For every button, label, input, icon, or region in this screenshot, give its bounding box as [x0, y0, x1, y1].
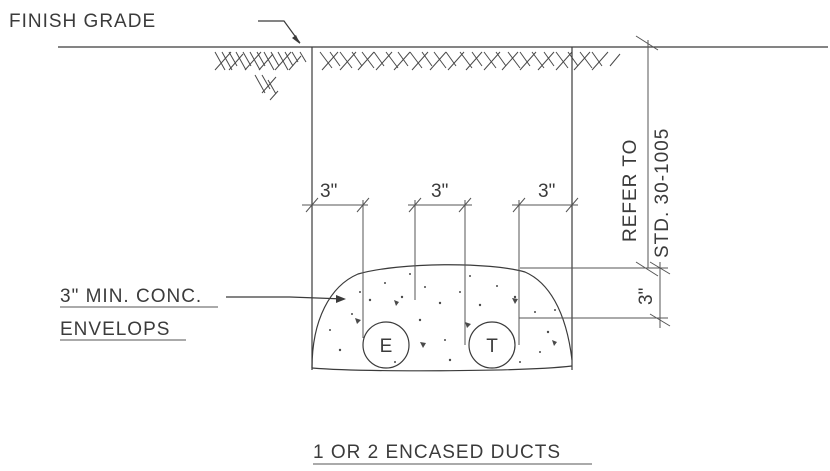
- finish-grade-arrow-icon: [292, 35, 300, 44]
- envelope-arrow-icon: [336, 295, 346, 303]
- finish-grade-label: FINISH GRADE: [9, 11, 156, 32]
- dim-ticks-middle: [408, 197, 472, 213]
- cover-dim-ticks: [649, 261, 671, 327]
- dim-ticks-right: [512, 197, 579, 213]
- envelope-label-line1: 3" MIN. CONC.: [60, 286, 202, 307]
- dim-left-text: 3": [320, 181, 337, 202]
- concrete-envelope-bottom: [311, 365, 573, 372]
- envelope-leader: [226, 296, 345, 300]
- envelope-label-line2: ENVELOPS: [60, 319, 170, 340]
- refer-to-label: REFER TO: [620, 139, 641, 242]
- dim-middle-text: 3": [431, 181, 448, 202]
- duct-electric-label: E: [380, 336, 393, 357]
- duct-electric: [362, 321, 410, 369]
- concrete-stipple: [329, 273, 557, 363]
- dim-ticks-left: [305, 197, 370, 213]
- dim-right-text: 3": [538, 181, 555, 202]
- concrete-envelope-top: [311, 264, 573, 369]
- cover-dim-text: 3": [636, 288, 657, 305]
- drawing-title: 1 OR 2 ENCASED DUCTS: [313, 442, 561, 463]
- std-reference-label: STD. 30-1005: [652, 128, 673, 258]
- soil-hatching: [214, 51, 621, 101]
- finish-grade-leader: [258, 20, 301, 44]
- duct-telephone: [468, 321, 516, 369]
- duct-telephone-label: T: [486, 336, 498, 357]
- depth-dim-ticks: [635, 35, 659, 277]
